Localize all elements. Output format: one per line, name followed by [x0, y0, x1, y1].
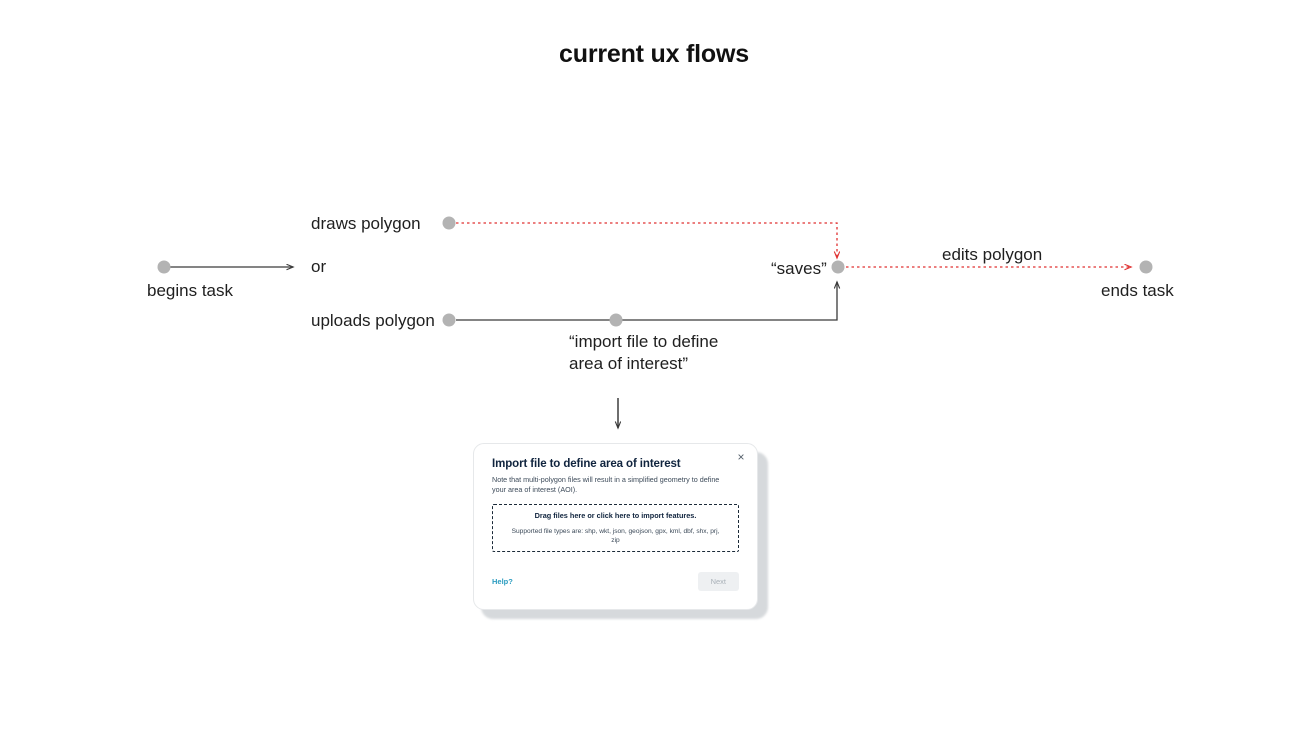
- modal-title: Import file to define area of interest: [492, 458, 681, 470]
- node-dot-draws-polygon: [442, 216, 456, 230]
- label-saves: “saves”: [771, 259, 827, 278]
- node-dot-saves: [831, 260, 845, 274]
- connector-draws-to-saves: [456, 222, 837, 258]
- next-button[interactable]: Next: [697, 572, 739, 591]
- connector-uploads-to-saves: [456, 282, 837, 321]
- label-begins-task: begins task: [147, 281, 233, 300]
- node-dot-uploads-midpoint: [609, 313, 623, 327]
- page-title: current ux flows: [559, 40, 749, 68]
- callout-import-file: “import file to define area of interest”: [569, 332, 719, 373]
- label-ends-task: ends task: [1101, 281, 1174, 300]
- import-file-modal: × Import file to define area of interest…: [473, 443, 758, 610]
- node-dot-uploads-polygon: [442, 313, 456, 327]
- close-icon[interactable]: ×: [737, 450, 745, 464]
- modal-note: Note that multi-polygon files will resul…: [492, 475, 720, 494]
- node-dot-begins-task: [157, 260, 171, 274]
- dropzone-title: Drag files here or click here to import …: [534, 511, 697, 520]
- dropzone-subtitle: Supported file types are: shp, wkt, json…: [511, 528, 720, 544]
- label-draws-polygon: draws polygon: [311, 214, 421, 233]
- node-dot-ends-task: [1139, 260, 1153, 274]
- label-edits-polygon: edits polygon: [942, 245, 1043, 264]
- file-dropzone[interactable]: Drag files here or click here to import …: [492, 504, 739, 552]
- modal-footer: Help? Next: [492, 572, 739, 591]
- label-or: or: [311, 257, 327, 276]
- help-link[interactable]: Help?: [492, 577, 513, 586]
- label-uploads-polygon: uploads polygon: [311, 311, 435, 330]
